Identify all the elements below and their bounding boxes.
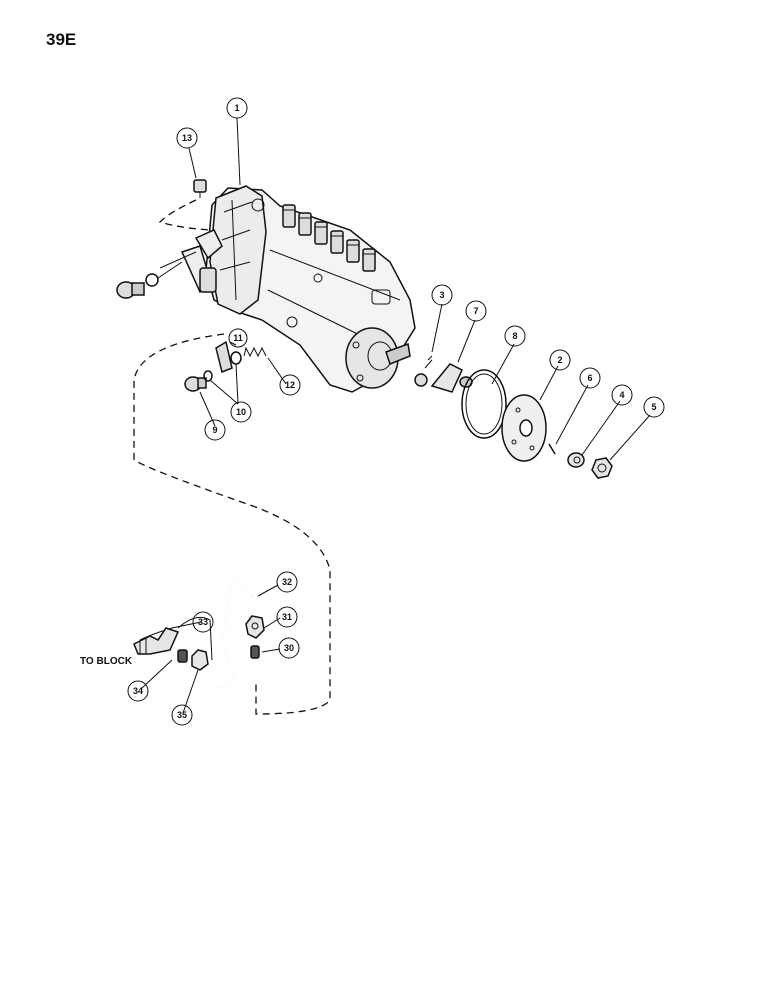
callout-4-label: 4	[619, 390, 624, 400]
part-key-6	[548, 443, 556, 455]
callout-5-label: 5	[651, 402, 656, 412]
part-o-ring-8	[461, 369, 507, 439]
injection-pump-assembly	[159, 185, 416, 393]
part-nut-5	[591, 457, 613, 479]
page-number-label: 39E	[46, 30, 77, 49]
callout-12-label: 12	[285, 380, 295, 390]
dashed-connection-path	[133, 333, 331, 715]
part-plate-7	[430, 363, 473, 393]
part-bolt-13	[158, 179, 211, 231]
callout-13: 13	[176, 127, 198, 149]
callout-34-label: 34	[133, 686, 143, 696]
callout-9: 9	[204, 419, 226, 441]
part-hub-2	[501, 394, 547, 462]
callout-10: 10	[230, 401, 252, 423]
callout-2-label: 2	[557, 355, 562, 365]
callout-7-label: 7	[473, 306, 478, 316]
callout-5: 5	[643, 396, 665, 418]
callout-11-label: 11	[233, 333, 243, 343]
callout-34: 34	[127, 680, 149, 702]
callout-4: 4	[611, 384, 633, 406]
callout-8-label: 8	[512, 331, 517, 341]
callout-2: 2	[549, 349, 571, 371]
callout-3: 3	[431, 284, 453, 306]
callout-32-label: 32	[282, 577, 292, 587]
part-sleeve-30	[250, 645, 260, 659]
part-nut-35	[191, 649, 209, 671]
part-fitting-11	[215, 340, 233, 374]
to-block-caption: TO BLOCK	[80, 656, 133, 667]
part-lockwasher-4	[567, 452, 585, 468]
callout-35: 35	[171, 704, 193, 726]
callout-32: 32	[276, 571, 298, 593]
part-screw-washer	[116, 261, 183, 299]
callout-8: 8	[504, 325, 526, 347]
part-sleeve-34	[177, 649, 188, 663]
callout-35-label: 35	[177, 710, 187, 720]
callout-3-label: 3	[439, 290, 444, 300]
part-key-3	[414, 355, 433, 387]
callout-12: 12	[279, 374, 301, 396]
part-elbow-33	[133, 616, 213, 661]
callout-30-label: 30	[284, 643, 294, 653]
callout-9-label: 9	[212, 425, 217, 435]
callout-30: 30	[278, 637, 300, 659]
delivery-valves	[282, 204, 376, 272]
part-bolt-9	[184, 376, 207, 392]
callout-1-label: 1	[234, 103, 239, 113]
callout-33: 33	[192, 611, 214, 633]
callout-10-label: 10	[236, 407, 246, 417]
part-tube-32	[217, 581, 253, 689]
callout-33-label: 33	[198, 617, 208, 627]
callout-6: 6	[579, 367, 601, 389]
callout-11: 11	[228, 328, 248, 348]
callout-31: 31	[276, 606, 298, 628]
callout-31-label: 31	[282, 612, 292, 622]
part-nut-31	[245, 615, 265, 639]
callout-1: 1	[226, 97, 248, 119]
callout-6-label: 6	[587, 373, 592, 383]
callout-13-label: 13	[182, 133, 192, 143]
part-spring-12	[243, 346, 267, 358]
callout-7: 7	[465, 300, 487, 322]
